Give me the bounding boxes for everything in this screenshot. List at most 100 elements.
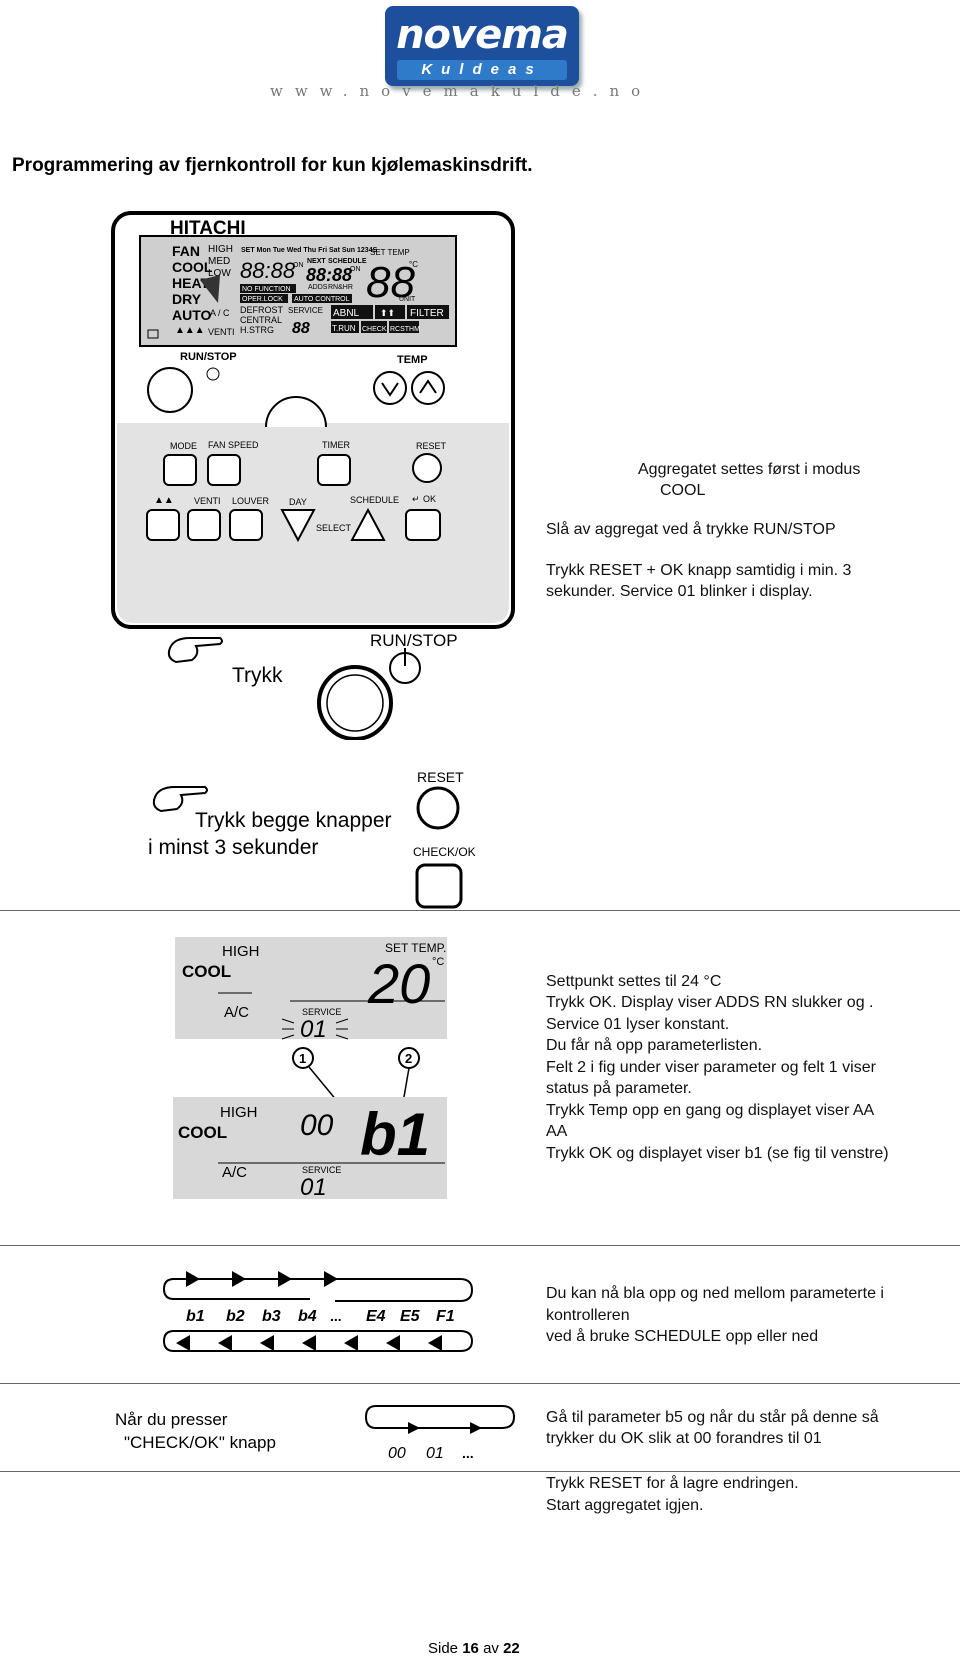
reset-button[interactable] bbox=[412, 453, 442, 483]
pointing-hand-icon bbox=[167, 637, 223, 664]
chevron-up-icon bbox=[419, 379, 437, 394]
abnl-tag bbox=[331, 305, 373, 319]
louver-icon bbox=[200, 275, 220, 303]
step2-line-8: AA bbox=[546, 1123, 568, 1140]
seq-item-e4: E4 bbox=[366, 1308, 386, 1325]
backward-arrows-icon bbox=[176, 1335, 442, 1351]
oper-lock-tag bbox=[240, 294, 288, 303]
press-both-buttons-figure: Trykk begge knapper i minst 3 sekunder R… bbox=[148, 769, 476, 909]
seq-item-b2: b2 bbox=[226, 1308, 245, 1325]
lcd-mode-fan: FAN bbox=[172, 243, 200, 259]
lcd-no-function: NO FUNCTION bbox=[242, 286, 291, 293]
small-square-icon bbox=[147, 329, 159, 339]
display-high-1: HIGH bbox=[222, 943, 260, 960]
sensor-dome bbox=[265, 396, 327, 428]
checkok-item-dots: ... bbox=[462, 1445, 474, 1461]
lcd-check: CHECK bbox=[362, 326, 387, 333]
day-down-button[interactable] bbox=[280, 509, 316, 543]
lcd-venti: VENTI bbox=[208, 327, 235, 337]
press-run-stop-figure: Trykk RUN/STOP bbox=[167, 631, 458, 740]
label-ok: OK bbox=[423, 494, 436, 504]
display-service-num-2: 01 bbox=[300, 1174, 327, 1201]
check-tag bbox=[361, 321, 387, 333]
checkok-line-1: Når du presser bbox=[115, 1410, 228, 1429]
lcd-speed-med: MED bbox=[208, 256, 230, 267]
step2-line-5: Felt 2 i fig under viser parameter og fe… bbox=[546, 1059, 876, 1076]
checkok-item-00: 00 bbox=[388, 1445, 406, 1462]
parameter-sequence-figure: b1 b2 b3 b4 ... E4 E5 F1 bbox=[162, 1271, 474, 1352]
louver-button[interactable] bbox=[229, 509, 263, 541]
checkok-line-2: "CHECK/OK" knapp bbox=[124, 1433, 276, 1452]
fan-speed-button[interactable] bbox=[207, 454, 241, 486]
divider-3 bbox=[0, 1383, 960, 1384]
page-title: Programmering av fjernkontroll for kun k… bbox=[12, 155, 533, 176]
lcd-next: NEXT bbox=[307, 258, 326, 265]
footer-middle: av bbox=[483, 1640, 499, 1657]
step4-line-1: Gå til parameter b5 og når du står på de… bbox=[546, 1409, 879, 1426]
lcd-temp-digits: 88 bbox=[366, 258, 415, 307]
label-mode: MODE bbox=[170, 441, 197, 451]
label-select: SELECT bbox=[316, 523, 352, 533]
step2-line-1: Settpunkt settes til 24 °C bbox=[546, 973, 722, 990]
logo-name: novema bbox=[396, 12, 569, 58]
seq-item-b1: b1 bbox=[186, 1308, 205, 1325]
lcd-mode-dry: DRY bbox=[172, 291, 202, 307]
schedule-up-button[interactable] bbox=[350, 507, 386, 541]
step2-line-9: Trykk OK og displayet viser b1 (se fig t… bbox=[546, 1145, 889, 1162]
lcd-on-1: ON bbox=[293, 262, 304, 269]
step4-line-2: trykker du OK slik at 00 forandres til 0… bbox=[546, 1430, 822, 1447]
timer-button[interactable] bbox=[317, 454, 351, 486]
step3-line-2: kontrolleren bbox=[546, 1307, 630, 1324]
lcd-on-2: ON bbox=[350, 266, 361, 273]
fan-drops-button[interactable] bbox=[146, 509, 180, 541]
remote-controller-figure: HITACHI FAN COOL HEAT DRY AUTO HIGH MED … bbox=[111, 211, 515, 629]
temp-up-button[interactable] bbox=[411, 371, 445, 405]
rcsthm-tag bbox=[389, 321, 419, 333]
label-temp: TEMP bbox=[397, 354, 428, 366]
lcd-adds: ADDS bbox=[308, 284, 328, 291]
press-both-line-2: i minst 3 sekunder bbox=[148, 836, 318, 859]
step1-line-1: Aggregatet settes først i modus bbox=[638, 461, 861, 478]
ok-button[interactable] bbox=[405, 509, 441, 541]
sequence-top-track-left bbox=[162, 1278, 310, 1300]
lcd-rnhr: RN&HR bbox=[328, 284, 353, 291]
display-service-num-1: 01 bbox=[300, 1016, 327, 1043]
lcd-filter: FILTER bbox=[410, 308, 444, 319]
lcd-auto-control: AUTO CONTROL bbox=[294, 296, 350, 303]
arrows-tag bbox=[375, 305, 405, 319]
reset-round-button[interactable] bbox=[416, 786, 460, 830]
venti-button[interactable] bbox=[187, 509, 221, 541]
display-param-value: 00 bbox=[300, 1109, 334, 1142]
check-ok-small-label: CHECK/OK bbox=[413, 845, 476, 859]
company-logo: novema Kuldeas bbox=[385, 6, 579, 86]
checkok-item-01: 01 bbox=[426, 1445, 444, 1462]
lcd-defrost: DEFROST bbox=[240, 305, 284, 315]
display-ac-1: A/C bbox=[224, 1004, 249, 1021]
seq-item-e5: E5 bbox=[400, 1308, 421, 1325]
filter-tag bbox=[407, 305, 449, 319]
seq-item-dots: ... bbox=[330, 1308, 342, 1324]
step1-reset-1: Trykk RESET + OK knapp samtidig i min. 3 bbox=[546, 562, 852, 579]
drops-icon: ▲▲▲ bbox=[175, 325, 205, 336]
celsius-icon: °C bbox=[409, 260, 418, 269]
lcd-abnl: ABNL bbox=[333, 308, 360, 319]
step2-line-2: Trykk OK. Display viser ADDS RN slukker … bbox=[546, 994, 874, 1011]
run-stop-big-button[interactable] bbox=[317, 665, 393, 740]
mode-button[interactable] bbox=[163, 454, 197, 486]
temp-down-button[interactable] bbox=[373, 371, 407, 405]
check-ok-square-button[interactable] bbox=[415, 863, 463, 909]
lcd-service-digits: 88 bbox=[292, 320, 310, 337]
display-cool-1: COOL bbox=[182, 962, 231, 981]
trun-tag bbox=[331, 321, 359, 333]
display-ac-2: A/C bbox=[222, 1164, 247, 1181]
run-stop-button[interactable] bbox=[147, 367, 193, 413]
marker-2-label: 2 bbox=[405, 1051, 412, 1066]
display-cool-2: COOL bbox=[178, 1123, 227, 1142]
step2-line-6: status på parameter. bbox=[546, 1080, 692, 1097]
lcd-rcsthm: RCSTHM bbox=[390, 326, 420, 333]
seq-item-b3: b3 bbox=[262, 1308, 281, 1325]
seq-item-b4: b4 bbox=[298, 1308, 317, 1325]
footer-prefix: Side bbox=[428, 1640, 459, 1657]
marker-1-label: 1 bbox=[299, 1051, 306, 1066]
celsius-small-icon: °C bbox=[432, 956, 444, 968]
